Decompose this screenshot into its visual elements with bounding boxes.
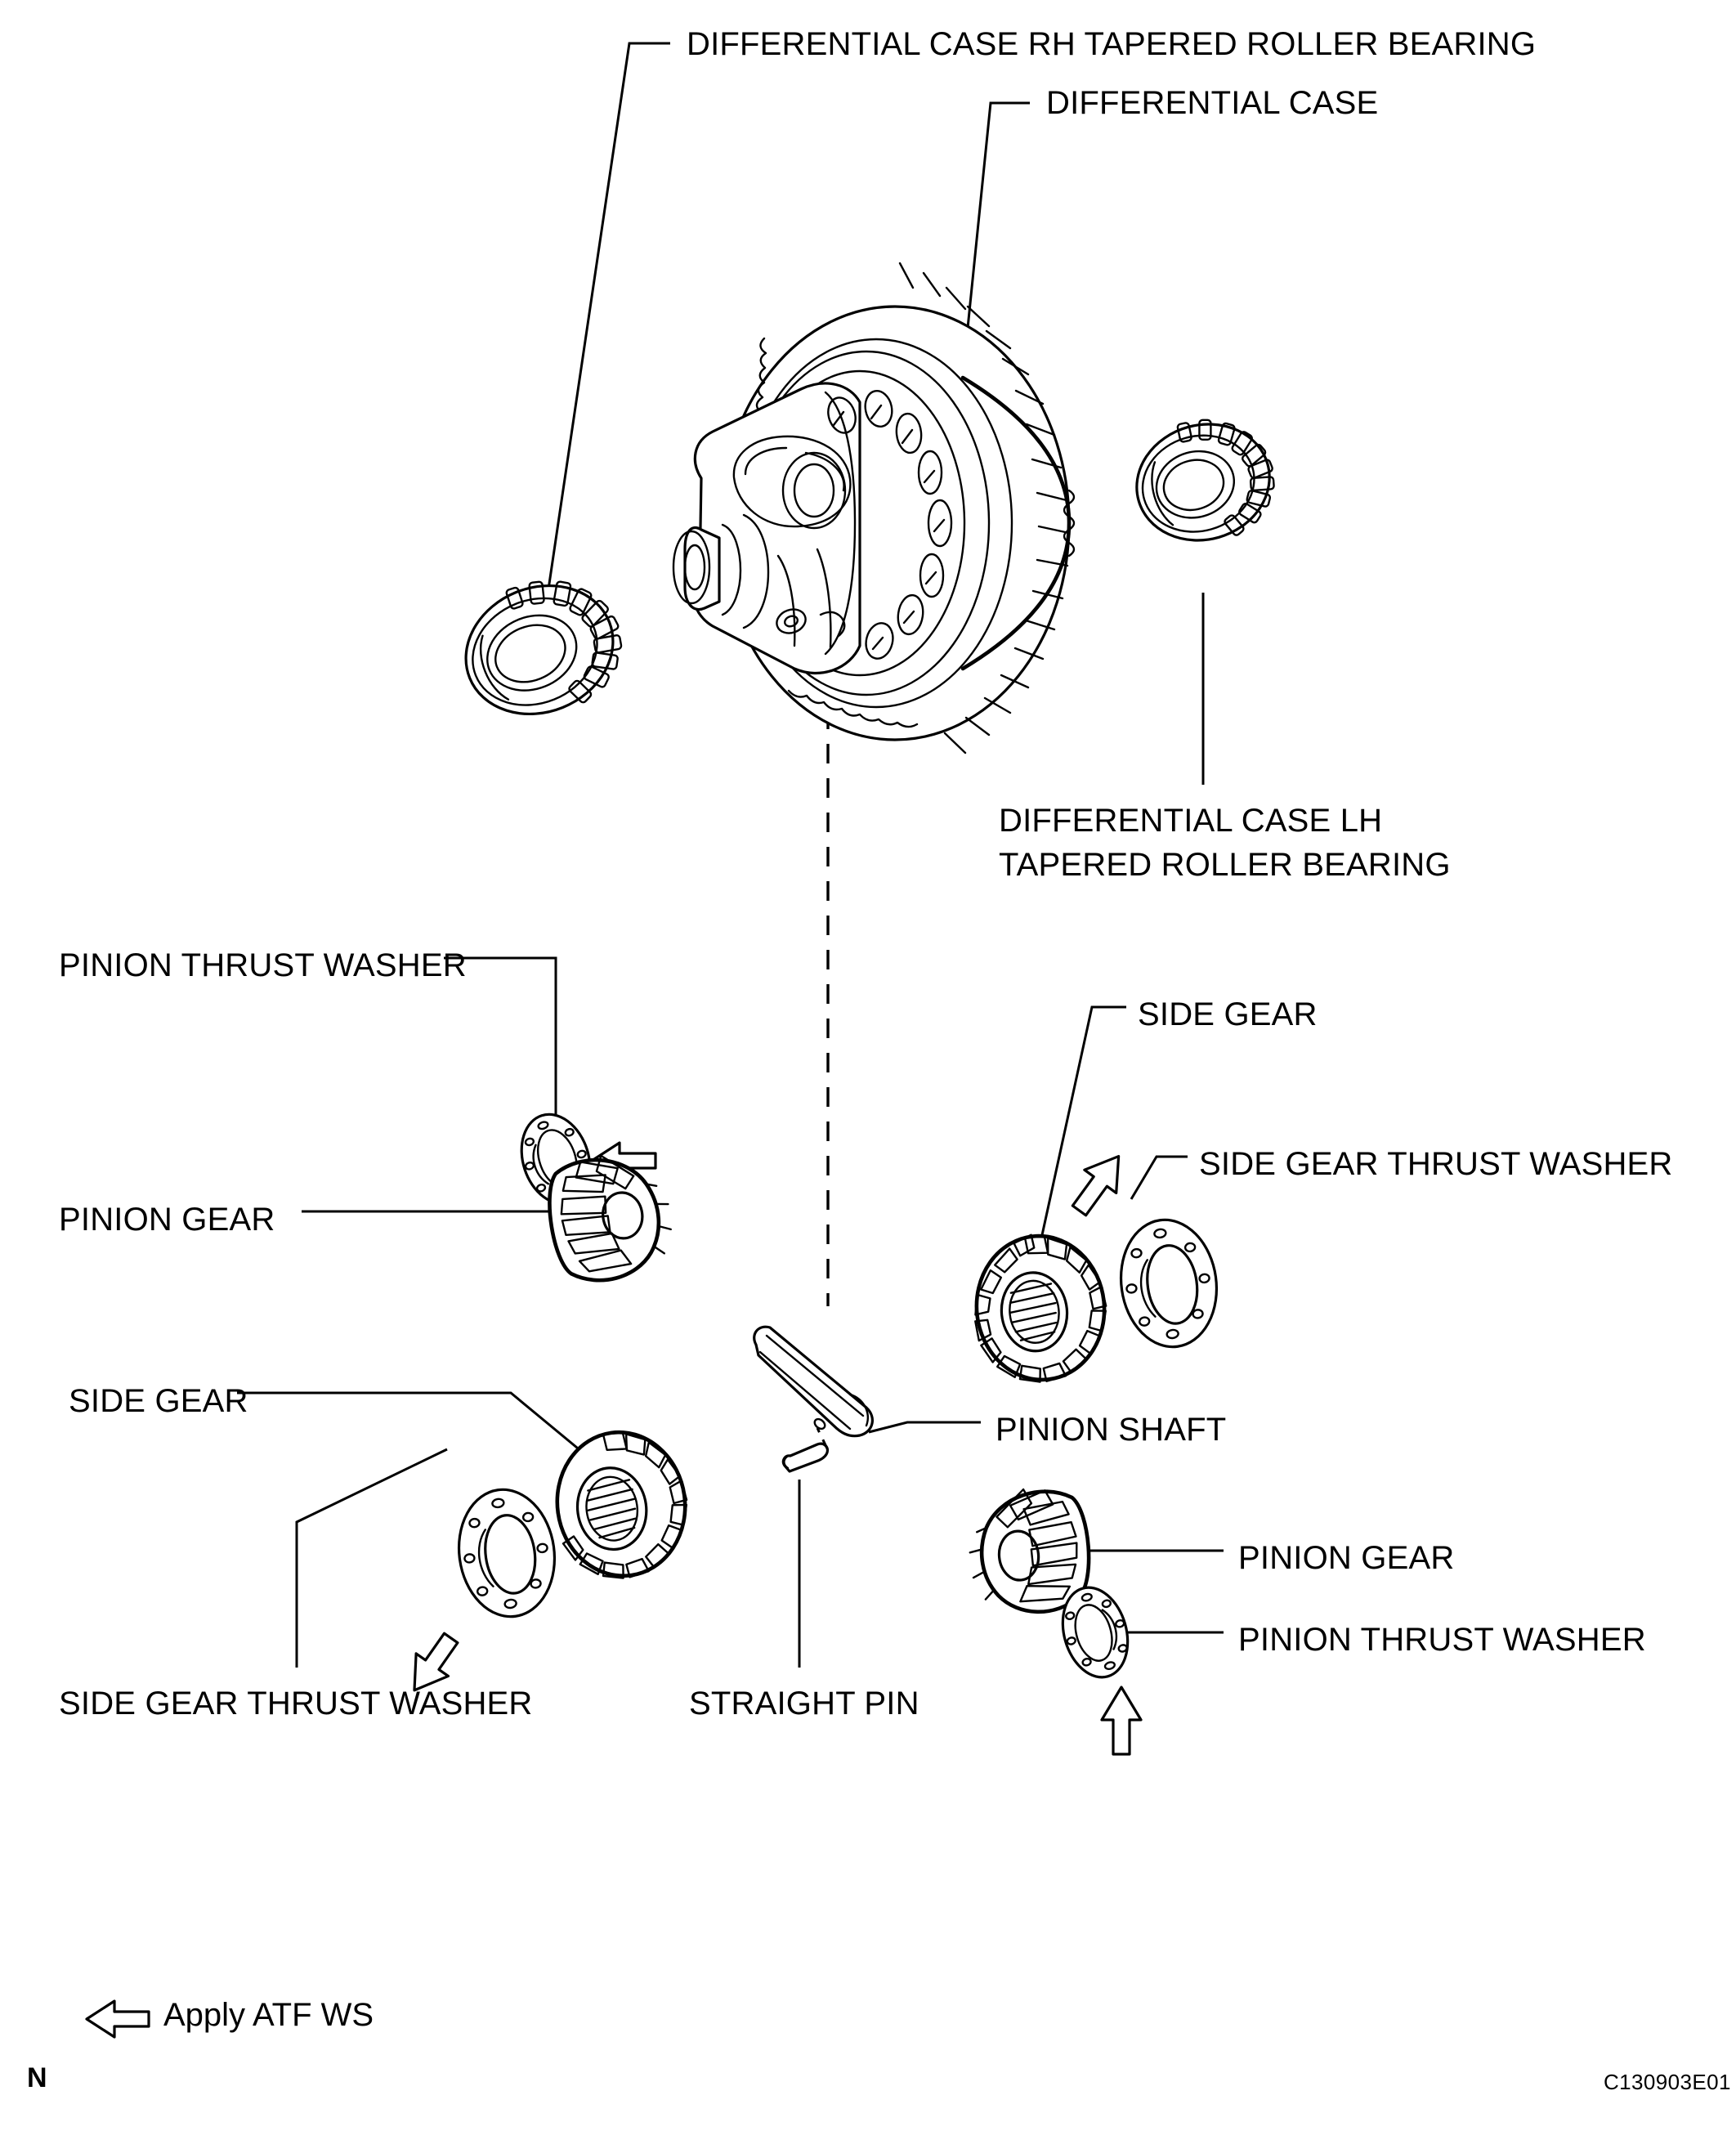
rh-tapered-roller-bearing [464,580,623,716]
label-pinion-thrust-washer-right: PINION THRUST WASHER [1238,1622,1646,1658]
label-pinion-shaft: PINION SHAFT [996,1412,1227,1448]
lh-tapered-roller-bearing [1135,419,1275,542]
leader-pinion-shaft [868,1421,981,1434]
side-gear-b [555,1430,688,1579]
label-pinion-thrust-washer-left: PINION THRUST WASHER [59,947,467,983]
label-side-gear-upper-right: SIDE GEAR [1138,996,1318,1032]
label-side-gear-lower-left: SIDE GEAR [69,1383,248,1419]
side-gear-thrust-washer-b [457,1488,557,1618]
atf-arrow-pinion-washer-b [1100,1686,1143,1756]
leader-pinion-thrust-washer-left [444,956,557,1124]
label-diff-case-rh-bearing: DIFFERENTIAL CASE RH TAPERED ROLLER BEAR… [687,26,1537,62]
leader-rh-bearing [538,42,670,651]
legend-apply-atf-text: Apply ATF WS [163,1997,374,2033]
label-differential-case: DIFFERENTIAL CASE [1046,85,1379,121]
differential-case-assembly [672,262,1076,754]
pinion-thrust-washer-b [1061,1586,1130,1679]
label-side-gear-thrust-washer-left: SIDE GEAR THRUST WASHER [59,1686,533,1721]
label-straight-pin: STRAIGHT PIN [689,1686,919,1721]
drawing-code: C130903E01 [1604,2070,1731,2094]
label-pinion-gear-left: PINION GEAR [59,1202,275,1238]
pinion-gear-b [969,1488,1091,1614]
label-pinion-gear-right: PINION GEAR [1238,1540,1455,1576]
pinion-gear-a [548,1154,672,1283]
case-body [691,382,861,675]
atf-arrow-side-washer-b [413,1632,459,1692]
side-gear-a [974,1233,1107,1383]
leader-lines [237,42,1224,1668]
leader-side-gear-thrust-washer-left [295,1448,448,1668]
side-gear-thrust-washer-a [1119,1218,1219,1349]
leader-differential-case [961,101,1030,377]
straight-pin-part [781,1427,829,1473]
atf-arrow-side-washer-a [1071,1154,1121,1217]
leader-side-gear-upper-right [1039,1005,1126,1243]
leader-side-gear-thrust-washer-right [1130,1155,1188,1200]
label-diff-case-lh-bearing-line2: TAPERED ROLLER BEARING [999,847,1451,883]
leader-side-gear-lower-left [237,1391,583,1453]
label-diff-case-lh-bearing-line1: DIFFERENTIAL CASE LH [999,803,1383,839]
corner-marker-n: N [27,2062,47,2093]
pinion-shaft-part [753,1325,874,1438]
label-side-gear-thrust-washer-right: SIDE GEAR THRUST WASHER [1199,1146,1673,1182]
legend-arrow-icon [85,1999,150,2039]
